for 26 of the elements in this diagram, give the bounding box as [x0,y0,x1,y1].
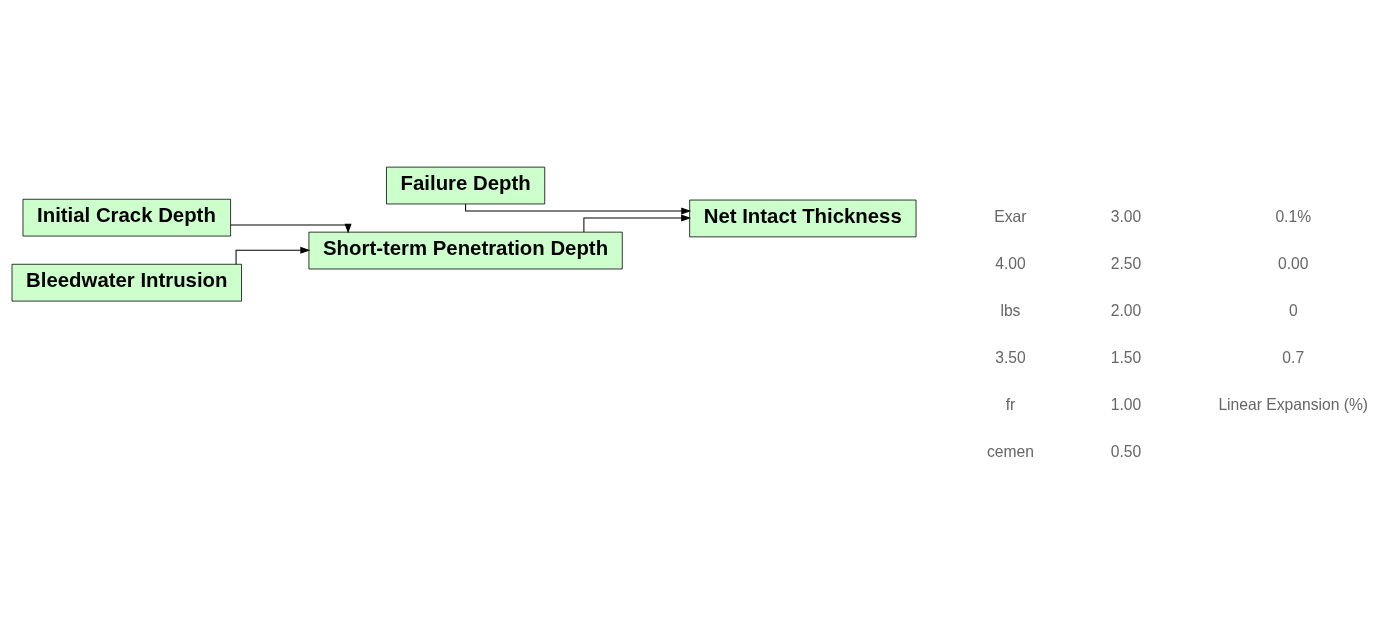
label: cemen [986,442,1034,460]
label: Exar [994,207,1027,225]
arrow [235,246,311,265]
label: 0 [1288,301,1298,319]
label: 0.50 [1110,442,1142,460]
label: 0.7 [1282,348,1305,366]
arrow [230,223,352,234]
label: 3.00 [1110,207,1142,225]
label: 1.50 [1110,348,1142,366]
node-box: Bleedwater Intrusion [11,263,242,301]
label: 0.00 [1278,254,1309,272]
label: fr [1005,395,1016,413]
label: lbs [1000,301,1021,319]
node-box: Short-term Penetration Depth [308,231,623,269]
arrow [465,203,692,214]
node-box: Net Intact Thickness [689,199,917,237]
node-box: Initial Crack Depth [22,198,231,236]
label: 1.00 [1110,395,1142,413]
label: 2.50 [1110,254,1142,272]
arrow [583,214,692,233]
label: 0.1% [1275,207,1312,225]
label: 2.00 [1110,301,1142,319]
label: 4.00 [995,254,1026,272]
label: 3.50 [995,348,1026,366]
node-box: Failure Depth [386,166,546,204]
label: Linear Expansion (%) [1218,395,1369,413]
